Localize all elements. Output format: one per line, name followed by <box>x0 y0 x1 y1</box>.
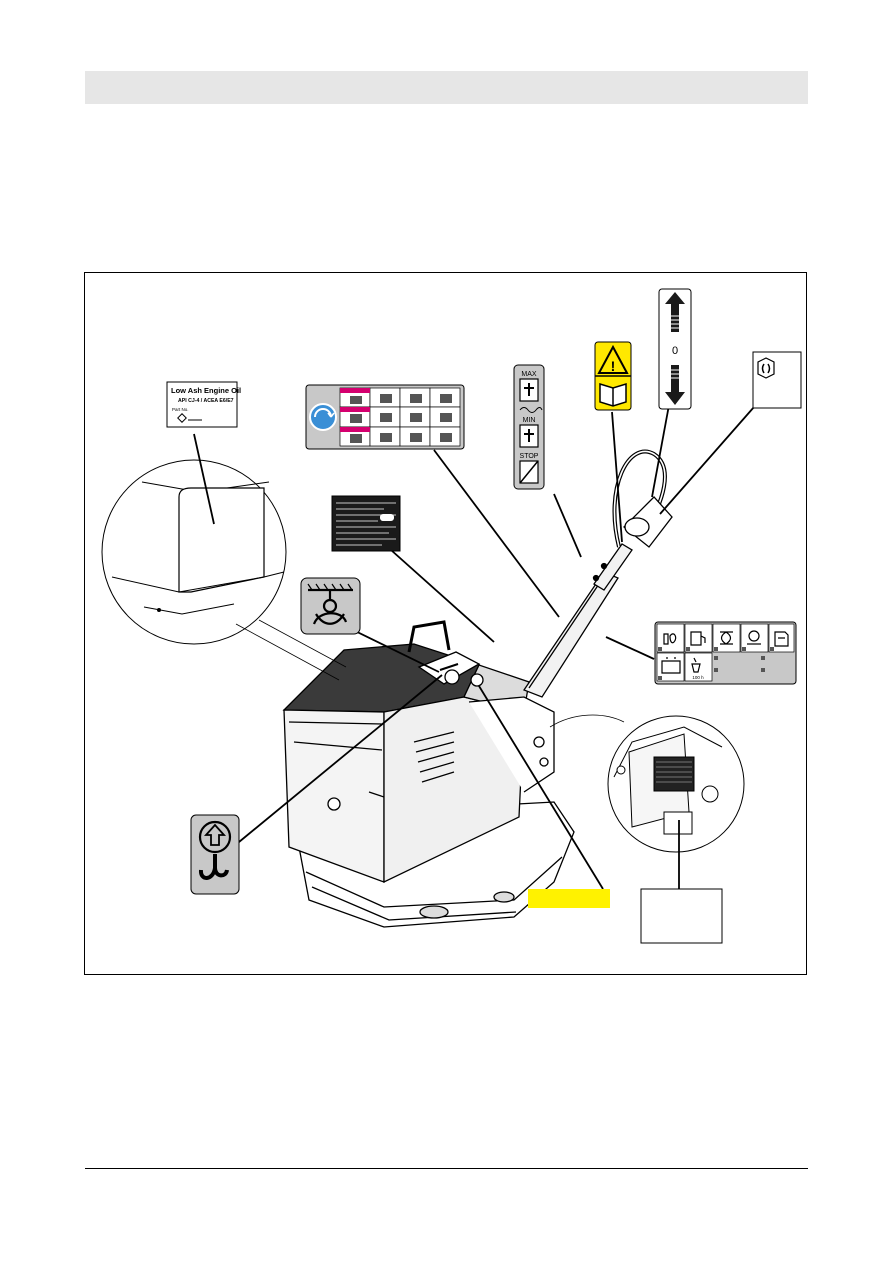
oil-decal-detail-view <box>101 459 347 681</box>
oil-decal-title: Low Ash Engine Oil <box>171 386 241 395</box>
direction-zero-label: 0 <box>672 345 678 357</box>
direction-decal: 0 <box>658 288 692 410</box>
air-filter-icon <box>720 631 733 645</box>
throttle-max-label: MAX <box>521 371 537 378</box>
blank-label-box <box>640 888 723 944</box>
decal-location-figure: Low Ash Engine Oil API CJ-4 / ACEA E6/E7… <box>84 272 807 975</box>
forward-arrow-icon <box>665 292 685 332</box>
ear-protection-decal <box>752 351 802 409</box>
lifting-point-decal <box>190 814 240 895</box>
maintenance-decal: 100 h <box>654 621 797 685</box>
warning-triangle-icon <box>597 344 629 374</box>
warning-read-manual-decal: ! <box>594 341 632 411</box>
leader-lines <box>193 404 755 890</box>
throttle-stop-label: STOP <box>520 453 539 460</box>
ear-protection-icon <box>757 357 775 379</box>
type-plate-decal <box>331 495 401 552</box>
footer-rule <box>85 1168 808 1169</box>
reverse-arrow-icon <box>665 365 685 405</box>
oil-decal-spec: API CJ-4 / ACEA E6/E7 <box>178 398 234 404</box>
throttle-decal: MAX MIN STOP <box>513 364 545 490</box>
engine-oil-icon <box>663 633 677 645</box>
operating-instructions-decal <box>305 384 465 450</box>
header-band <box>85 71 808 104</box>
control-panel-detail-view <box>549 714 745 853</box>
tie-down-decal <box>300 577 361 635</box>
battery-icon <box>661 657 681 674</box>
oil-decal-part-no: Part No. <box>172 407 189 412</box>
svg-text:!: ! <box>611 358 616 374</box>
read-manual-icon <box>599 382 627 407</box>
highlight-box <box>528 889 610 908</box>
plate-compactor-machine <box>282 449 673 928</box>
tie-down-icon <box>307 583 353 625</box>
engine-oil-decal: Low Ash Engine Oil API CJ-4 / ACEA E6/E7… <box>166 381 241 428</box>
lifting-hook-icon <box>198 820 232 880</box>
throttle-min-label: MIN <box>523 417 536 424</box>
fuel-icon <box>690 631 706 646</box>
maintenance-hours-label: 100 h <box>692 675 704 680</box>
